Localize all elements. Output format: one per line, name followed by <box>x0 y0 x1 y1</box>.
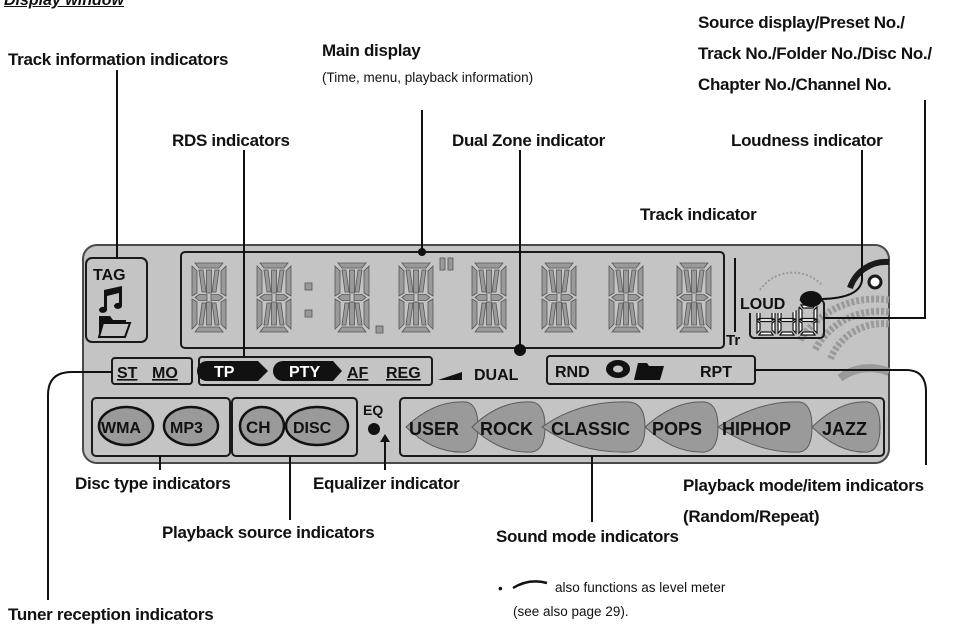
sound-mode-box <box>399 397 885 457</box>
tag-indicator: TAG <box>93 267 126 284</box>
label-playback-mode-1: Playback mode/item indicators <box>683 476 924 495</box>
decimal-dot <box>375 325 384 334</box>
disc-oval-icon <box>284 405 350 447</box>
tp-indicator: TP <box>214 364 235 381</box>
playback-source-box <box>231 397 358 457</box>
label-track-indicator: Track indicator <box>640 205 757 224</box>
leader-source-display <box>824 100 926 319</box>
double-prime-mark <box>447 257 454 271</box>
rnd-indicator: RND <box>555 364 590 381</box>
label-source-display-1: Source display/Preset No./ <box>698 13 905 32</box>
jazz-indicator: JAZZ <box>822 419 867 439</box>
st-indicator: ST <box>117 365 138 382</box>
label-disc-type: Disc type indicators <box>75 474 231 493</box>
label-dual-zone: Dual Zone indicator <box>452 131 605 150</box>
mp3-indicator: MP3 <box>170 420 203 437</box>
disc-decoration-icon <box>847 258 890 290</box>
dial-arcs-decoration <box>797 295 890 362</box>
pops-indicator: POPS <box>652 419 702 439</box>
label-main-display: Main display <box>322 41 421 60</box>
wma-indicator: WMA <box>101 420 141 437</box>
main-display-digits <box>191 257 712 334</box>
loud-indicator-bg <box>738 291 800 313</box>
sound-mode-bars <box>405 401 881 453</box>
loud-arc-decoration <box>759 271 823 291</box>
folder-icon <box>97 316 132 338</box>
colon-dot-bottom <box>304 309 313 318</box>
label-loudness: Loudness indicator <box>731 131 883 150</box>
leader-lines <box>47 70 927 600</box>
label-source-display-2: Track No./Folder No./Disc No./ <box>698 44 932 63</box>
tp-pill-icon <box>197 361 268 381</box>
user-indicator: USER <box>409 419 459 439</box>
arrow-equalizer <box>380 434 390 442</box>
label-tuner-reception: Tuner reception indicators <box>8 605 214 624</box>
dot-main-display <box>418 248 426 256</box>
note-bullet: • <box>498 581 503 596</box>
main-display-box <box>180 251 725 349</box>
loud-dot-icon <box>800 291 822 307</box>
label-rds: RDS indicators <box>172 131 290 150</box>
section-title: Display window <box>4 0 125 9</box>
disc-indicator: DISC <box>293 420 332 437</box>
label-equalizer: Equalizer indicator <box>313 474 460 493</box>
folder-small-icon <box>634 363 664 380</box>
note-level-meter-1: also functions as level meter <box>555 580 726 595</box>
af-indicator: AF <box>347 365 369 382</box>
dual-indicator: DUAL <box>474 367 519 384</box>
disc-icon-hole <box>613 365 623 373</box>
hiphop-indicator: HIPHOP <box>722 419 791 439</box>
colon-dot-top <box>304 282 313 291</box>
prime-mark <box>439 257 446 271</box>
dot-dual-zone <box>514 344 526 356</box>
mo-indicator: MO <box>152 365 178 382</box>
note-level-meter-2: (see also page 29). <box>513 604 629 619</box>
rock-indicator: ROCK <box>480 419 533 439</box>
reg-indicator: REG <box>386 365 421 382</box>
rpt-indicator: RPT <box>700 364 732 381</box>
eq-indicator: EQ <box>363 402 383 418</box>
level-meter-icon <box>512 580 548 590</box>
loud-indicator: LOUD <box>740 296 785 313</box>
label-sound-mode: Sound mode indicators <box>496 527 679 546</box>
label-main-display-sub: (Time, menu, playback information) <box>322 70 534 85</box>
classic-indicator: CLASSIC <box>551 419 630 439</box>
ch-indicator: CH <box>246 418 271 437</box>
leader-loudness <box>821 150 863 300</box>
pty-pill-icon <box>273 361 342 381</box>
leader-tuner <box>47 371 112 600</box>
wma-oval-icon <box>97 405 155 447</box>
eq-dot-icon <box>368 423 380 435</box>
mid-bar-decoration <box>438 372 462 380</box>
label-playback-source: Playback source indicators <box>162 523 375 542</box>
label-track-info: Track information indicators <box>8 50 229 69</box>
pty-indicator: PTY <box>289 364 320 381</box>
label-source-display-3: Chapter No./Channel No. <box>698 75 892 94</box>
disc-hub-icon <box>867 274 883 290</box>
music-note-icon <box>99 286 122 313</box>
label-playback-mode-2: (Random/Repeat) <box>683 507 820 526</box>
mp3-oval-icon <box>162 405 220 447</box>
track-indicator-tr: Tr <box>726 332 740 349</box>
ch-oval-icon <box>238 405 286 447</box>
leader-playback-mode <box>755 369 927 465</box>
